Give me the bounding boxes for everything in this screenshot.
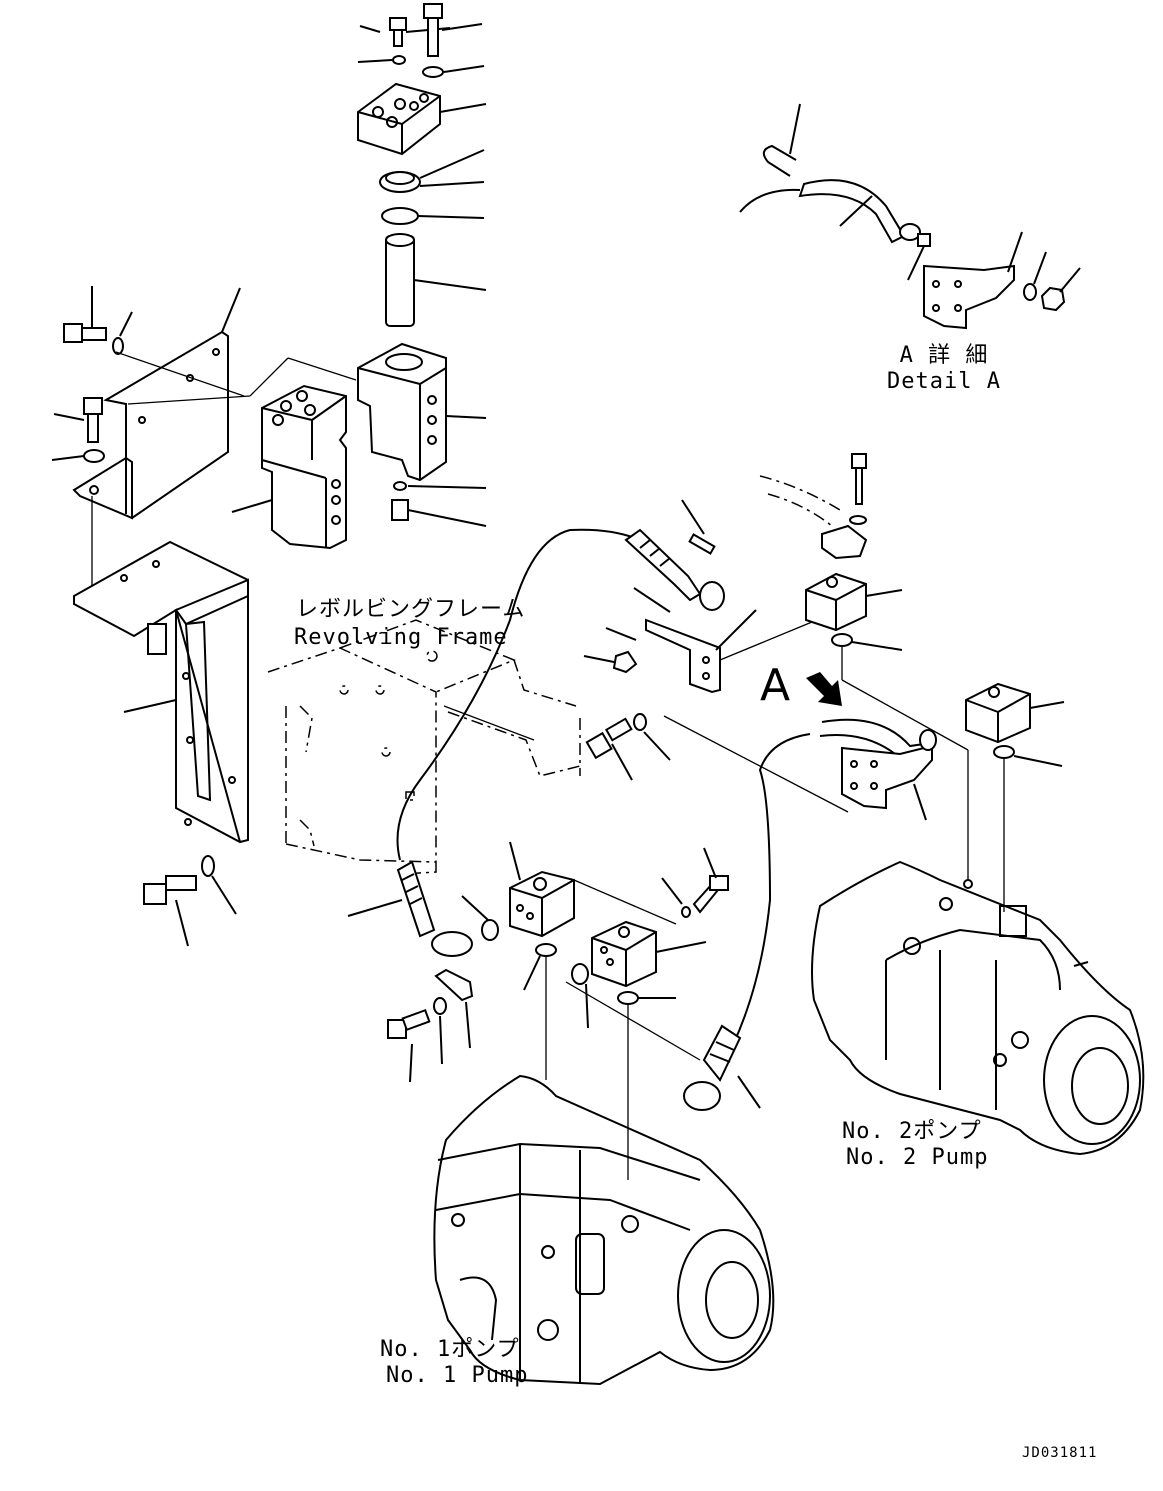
- bolt-center: [585, 717, 633, 781]
- junction-block-4: [965, 682, 1065, 744]
- nut-center: [612, 650, 638, 674]
- o-ring-j1: [535, 943, 557, 957]
- washer-detail: [1023, 283, 1037, 301]
- support-stand: [73, 540, 249, 844]
- o-ring-large: [381, 207, 419, 225]
- revolving-frame-label-jp: レボルビングフレーム: [296, 597, 526, 622]
- bracket-assembly: [51, 286, 251, 947]
- valve-stack-exploded: [231, 3, 487, 550]
- washer-center: [633, 713, 647, 731]
- bolt-lower-center: [387, 1008, 431, 1083]
- detail-a-view: [739, 103, 1081, 330]
- drawing-number: JD031811: [1022, 1445, 1098, 1461]
- o-ring-j5: [993, 745, 1015, 759]
- sleeve: [385, 233, 487, 327]
- pump-2-label-en: No. 2 Pump: [846, 1145, 989, 1170]
- valve-body-secondary: [231, 384, 347, 550]
- plug: [391, 499, 487, 527]
- view-arrow-icon: [806, 672, 842, 706]
- u-bolt-detail: [762, 103, 801, 177]
- junction-block-2: [591, 920, 707, 988]
- junction-block-3: [805, 572, 903, 632]
- o-ring-bottom: [393, 481, 407, 491]
- bolt-lower-left: [143, 855, 237, 947]
- washer-left: [83, 449, 105, 463]
- bolt-long-top: [423, 3, 483, 57]
- hose-end-lower: [347, 860, 473, 957]
- pump-2-illustration: [811, 860, 1145, 1156]
- sensor-fitting: [661, 847, 729, 918]
- o-ring-j2: [571, 963, 589, 985]
- hose-assembly: [347, 499, 849, 1111]
- clamp-plate: [633, 587, 757, 694]
- nut-detail: [1040, 286, 1066, 312]
- o-ring-j3: [617, 991, 639, 1005]
- valve-body-main: [357, 342, 487, 482]
- hose-end-upper: [624, 499, 725, 611]
- o-ring-flange: [481, 919, 499, 941]
- washer-top: [422, 66, 444, 78]
- split-flange: [434, 968, 474, 1049]
- o-ring-small: [392, 55, 406, 65]
- revolving-frame-label-en: Revolving Frame: [294, 625, 508, 650]
- hose-end-right: [683, 1024, 761, 1111]
- washer-lower-center: [433, 997, 447, 1015]
- detail-a-title-jp: A 詳 細: [899, 343, 989, 368]
- pump-1-label-en: No. 1 Pump: [386, 1363, 529, 1388]
- bolt-middle-left: [53, 397, 103, 443]
- flange-fitting-upper: [759, 453, 868, 560]
- bolt-small-top: [389, 17, 451, 47]
- valve-cap-block: [357, 82, 487, 156]
- mounting-bracket: [72, 287, 251, 520]
- clamp-bracket-a: [819, 718, 937, 821]
- pump-2-label-jp: No. 2ポンプ: [842, 1119, 982, 1144]
- detail-a-title-en: Detail A: [887, 369, 1001, 394]
- bolt-upper-left: [63, 286, 133, 355]
- pump-1-label-jp: No. 1ポンプ: [380, 1337, 520, 1362]
- pump-1-illustration: [433, 1074, 775, 1386]
- revolving-frame-outline: [267, 619, 581, 875]
- clamp-bracket-detail: [923, 231, 1023, 330]
- view-marker-a: A: [760, 660, 791, 711]
- junction-block-1: [509, 841, 677, 938]
- o-ring-j4: [831, 633, 853, 647]
- retaining-ring: [379, 149, 485, 193]
